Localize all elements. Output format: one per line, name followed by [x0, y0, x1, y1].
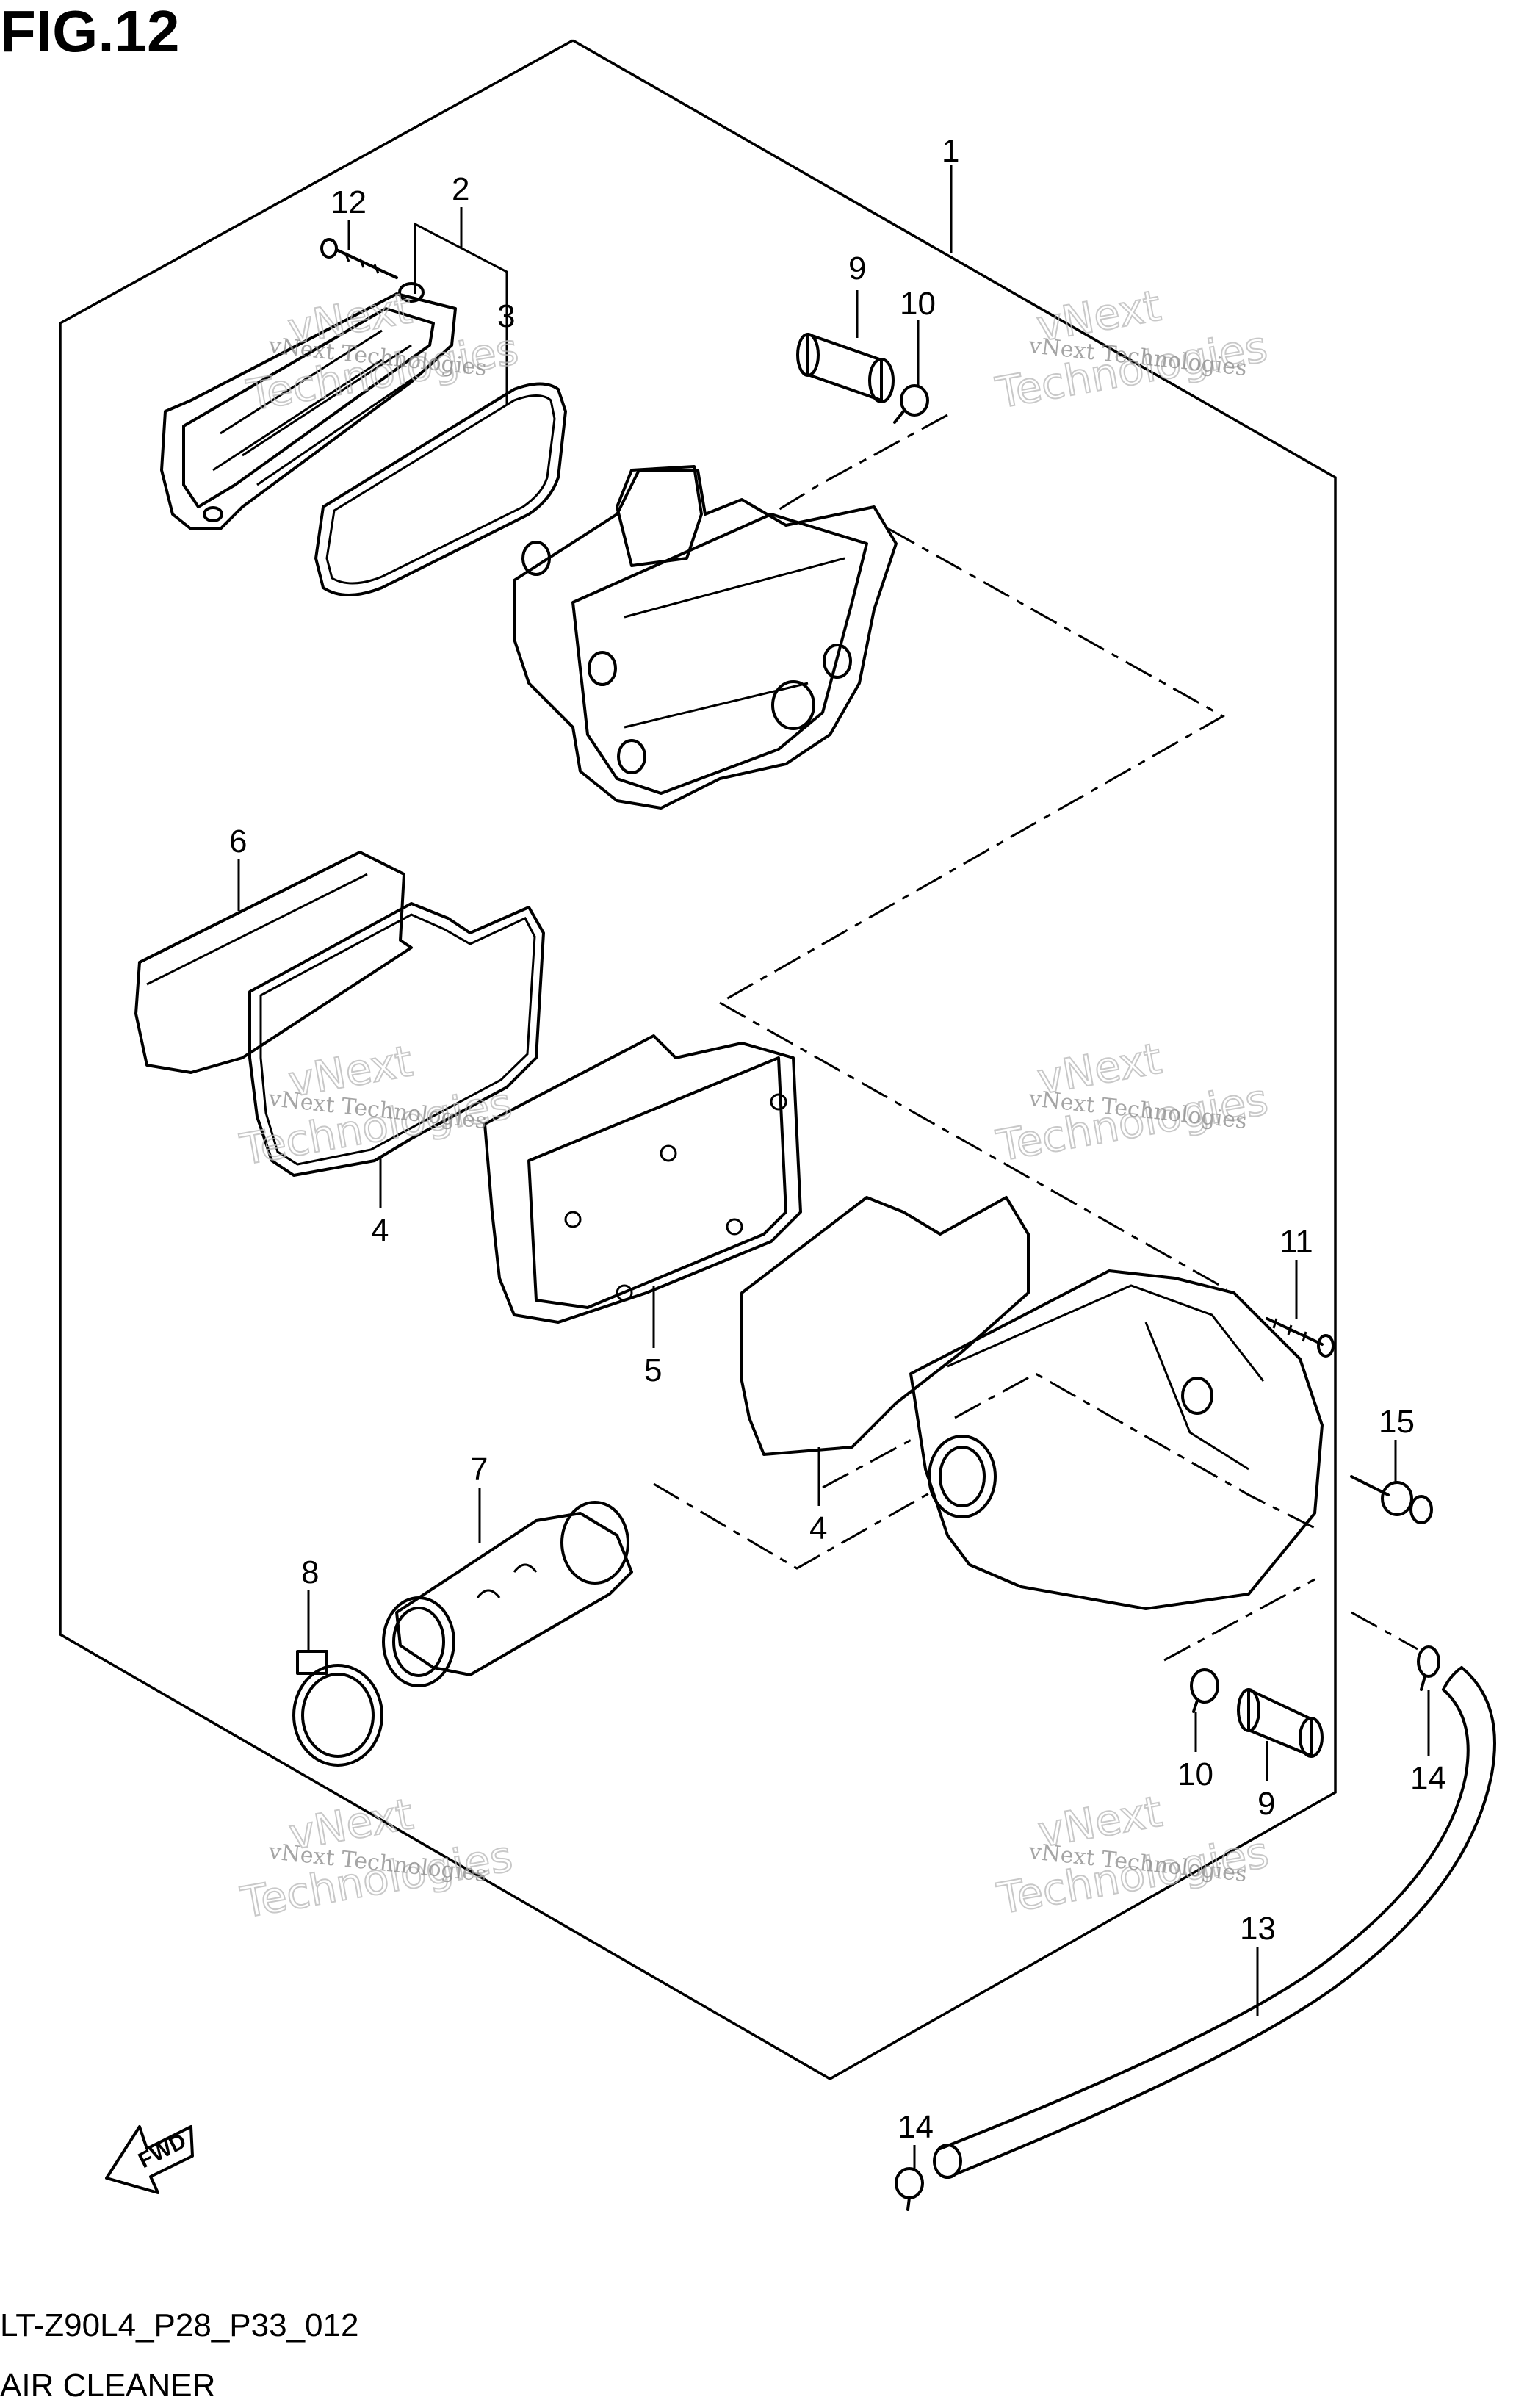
callout-6: 6: [229, 823, 247, 859]
callout-13: 13: [1240, 1911, 1276, 1947]
callout-3: 3: [497, 298, 515, 334]
clamp-10-upper: [893, 384, 929, 424]
callout-11: 11: [1279, 1224, 1313, 1260]
assembly-frame: [59, 39, 1337, 2081]
filter-5: [483, 1034, 802, 1324]
callout-14-upper: 14: [1410, 1760, 1446, 1796]
callout-10-upper: 10: [900, 286, 936, 322]
callout-9-lower: 9: [1257, 1786, 1275, 1822]
tube-9-lower: [1237, 1688, 1324, 1758]
case-1-lower: [909, 1269, 1324, 1610]
callouts: 1 2 3 4 4 5 6 7 8 9 9 10 10 11 12 13 14 …: [229, 133, 1446, 2145]
watermarks: vNext Technologies vNext Technologies vN…: [236, 280, 1273, 1929]
gasket-4-left-inner: [259, 913, 536, 1166]
gasket-4-right: [740, 1196, 1030, 1456]
callout-5: 5: [644, 1352, 662, 1388]
fwd-arrow-icon: FWD: [105, 2125, 194, 2194]
gasket-3: [314, 382, 567, 596]
alignment-guides: [653, 414, 1418, 1662]
screw-12: [320, 238, 398, 279]
callout-9-upper: 9: [848, 250, 866, 286]
model-code: LT-Z90L4_P28_P33_012: [0, 2307, 358, 2343]
callout-8: 8: [301, 1554, 319, 1590]
callout-4-right: 4: [809, 1510, 827, 1546]
figure-title: FIG.12: [0, 0, 180, 64]
hose-clamp-8: [292, 1650, 383, 1767]
case-1-upper: [513, 465, 898, 810]
callout-1: 1: [942, 133, 959, 169]
gasket-3-inner: [325, 394, 556, 585]
callout-10-lower: 10: [1177, 1756, 1213, 1792]
callout-12: 12: [331, 184, 367, 220]
bolt-15: [1350, 1475, 1433, 1524]
element-6: [134, 851, 413, 1074]
hose-13: [933, 1666, 1496, 2179]
callout-2: 2: [452, 171, 469, 207]
clamp-10-lower: [1190, 1668, 1219, 1713]
tube-9-upper: [796, 333, 895, 403]
callout-15: 15: [1379, 1404, 1415, 1440]
clip-14-upper: [1417, 1645, 1440, 1691]
clip-14-lower: [895, 2167, 924, 2211]
bolt-11: [1266, 1317, 1335, 1358]
gasket-4-left: [248, 902, 545, 1177]
cover-2: [160, 282, 457, 530]
callout-14-lower: 14: [898, 2109, 934, 2145]
callout-leaders: [237, 165, 1430, 2171]
callout-4-left: 4: [371, 1213, 389, 1249]
section-name: AIR CLEANER: [0, 2368, 215, 2404]
callout-7: 7: [470, 1452, 488, 1488]
intake-tube-7: [382, 1501, 633, 1687]
